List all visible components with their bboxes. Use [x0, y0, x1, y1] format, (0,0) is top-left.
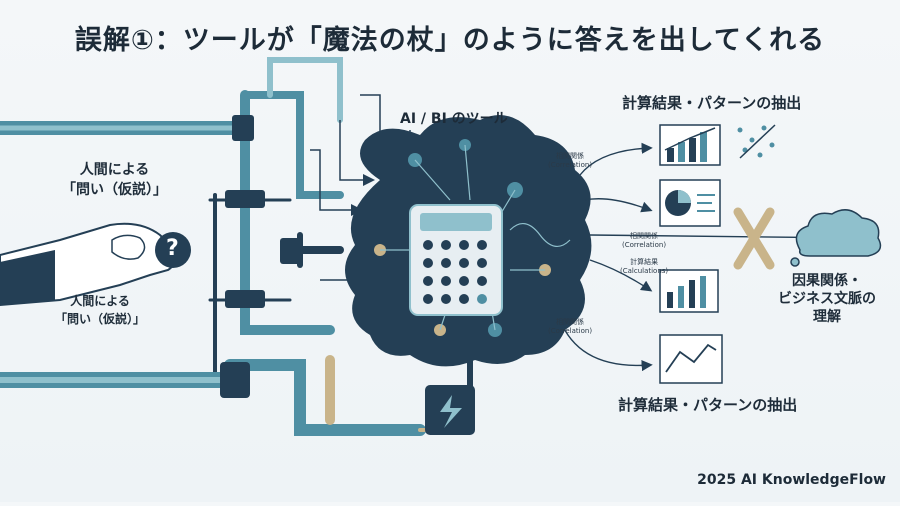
- question-mark: ?: [166, 236, 179, 261]
- human-question-label-bottom: 人間による 「問い（仮説）」: [55, 292, 145, 328]
- annotation-en: (Correlation): [548, 327, 593, 335]
- human-question-line-2: 「問い（仮説）」: [55, 312, 146, 326]
- human-question-line-1: 人間による: [79, 162, 150, 178]
- annotation-en: (Correlation): [622, 241, 667, 249]
- lightning-icon: [440, 395, 462, 428]
- calculator-icon: [409, 204, 503, 316]
- causal-line-2: ビジネス文脈の: [778, 291, 876, 307]
- annotation-jp: 相関関係: [556, 152, 585, 160]
- annotation-en: (Calculations): [620, 267, 669, 275]
- question-icon: [155, 232, 191, 268]
- line-chart-icon: [659, 269, 723, 384]
- causal-understanding-label: 因果関係・ ビジネス文脈の 理解: [778, 272, 876, 326]
- calculations-annotation: 計算結果 (Calculations): [620, 258, 668, 276]
- human-question-line-2: 「問い（仮説）」: [62, 182, 167, 198]
- correlation-annotation: 相関関係 (Correlation): [622, 232, 666, 250]
- page-title: 誤解①：ツールが「魔法の杖」のように答えを出してくれる: [74, 25, 826, 56]
- ai-bi-tool-label: AI / BI のツール: [400, 111, 508, 127]
- results-label-bottom: 計算結果・パターンの抽出: [618, 396, 798, 414]
- causal-line-1: 因果関係・: [792, 273, 862, 289]
- pie-chart-icon: [659, 179, 721, 227]
- hand-icon: [0, 222, 178, 307]
- results-label-top: 計算結果・パターンの抽出: [622, 94, 802, 112]
- human-question-line-1: 人間による: [70, 294, 130, 308]
- correlation-annotation: 相関関係 (Correlation): [548, 152, 592, 170]
- cross-icon: [733, 207, 775, 270]
- scatter-icon: [737, 124, 776, 159]
- bar-chart-icon: [659, 124, 721, 166]
- thought-cloud-icon: [790, 209, 882, 267]
- correlation-annotation: 相関関係 (Correlation): [548, 318, 592, 336]
- human-question-label-top: 人間による 「問い（仮説）」: [62, 160, 167, 200]
- annotation-jp: 相関関係: [630, 232, 659, 240]
- annotation-jp: 相関関係: [556, 318, 585, 326]
- annotation-jp: 計算結果: [630, 258, 659, 266]
- footer-credit: 2025 AI KnowledgeFlow: [697, 472, 886, 488]
- causal-line-3: 理解: [813, 309, 841, 325]
- annotation-en: (Correlation): [548, 161, 593, 169]
